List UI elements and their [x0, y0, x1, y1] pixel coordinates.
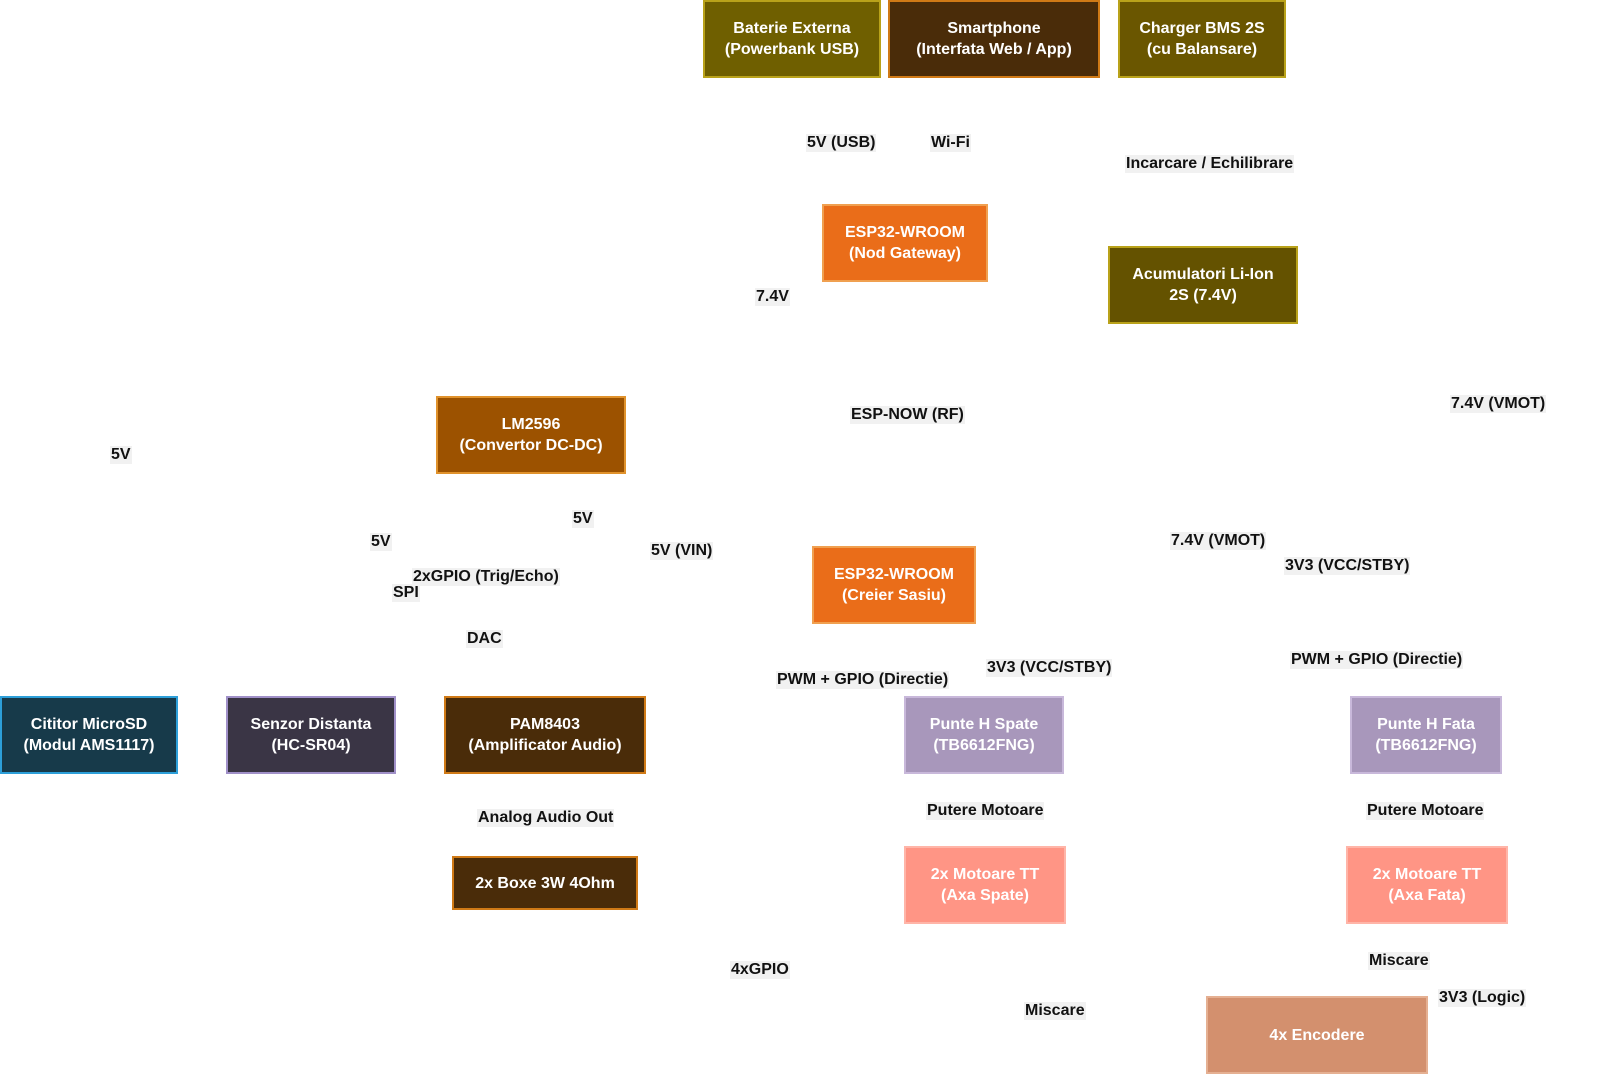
edge-label-incarcare: Incarcare / Echilibrare [1125, 155, 1295, 173]
node-pam8403-line-1: PAM8403 [510, 716, 580, 733]
node-boxe-line-1: 2x Boxe 3W 4Ohm [475, 874, 615, 892]
node-acumulatori: Acumulatori Li-Ion 2S (7.4V) [1108, 246, 1298, 324]
edge-label-5v-b: 5V [572, 510, 594, 528]
edge-label-5v-c: 5V [370, 533, 392, 551]
node-charger-bms-line-2: (cu Balansare) [1146, 41, 1258, 58]
node-esp32-gateway: ESP32-WROOM (Nod Gateway) [822, 204, 988, 282]
edge-label-5v-vin: 5V (VIN) [650, 542, 714, 560]
node-punte-h-spate: Punte H Spate (TB6612FNG) [904, 696, 1064, 774]
node-motoare-spate: 2x Motoare TT (Axa Spate) [904, 846, 1066, 924]
edge-label-esp-now: ESP-NOW (RF) [850, 406, 965, 424]
node-cititor-microsd-line-1: Cititor MicroSD [30, 716, 148, 733]
edge-label-spi: SPI [392, 584, 420, 602]
node-punte-h-spate-line-1: Punte H Spate [929, 716, 1039, 733]
node-charger-bms: Charger BMS 2S (cu Balansare) [1118, 0, 1286, 78]
edge-label-dac: DAC [466, 630, 503, 648]
node-motoare-fata-line-2: (Axa Fata) [1388, 887, 1466, 904]
node-esp32-gateway-line-1: ESP32-WROOM [844, 224, 965, 241]
node-charger-bms-line-1: Charger BMS 2S [1139, 20, 1265, 37]
node-senzor-distanta: Senzor Distanta (HC-SR04) [226, 696, 396, 774]
edge-label-analog-audio: Analog Audio Out [477, 809, 615, 827]
node-baterie-externa-line-1: Baterie Externa [733, 20, 851, 37]
node-punte-h-spate-line-2: (TB6612FNG) [933, 737, 1035, 754]
edge-label-7v4-a: 7.4V [755, 288, 790, 306]
node-punte-h-fata: Punte H Fata (TB6612FNG) [1350, 696, 1502, 774]
node-acumulatori-line-1: Acumulatori Li-Ion [1132, 266, 1274, 283]
node-smartphone-line-2: (Interfata Web / App) [916, 41, 1072, 58]
node-punte-h-fata-line-1: Punte H Fata [1377, 716, 1475, 733]
node-senzor-distanta-line-2: (HC-SR04) [271, 737, 351, 754]
node-smartphone: Smartphone (Interfata Web / App) [888, 0, 1100, 78]
node-cititor-microsd: Cititor MicroSD (Modul AMS1117) [0, 696, 178, 774]
node-lm2596-line-1: LM2596 [501, 416, 561, 433]
node-motoare-fata-line-1: 2x Motoare TT [1372, 866, 1482, 883]
node-pam8403: PAM8403 (Amplificator Audio) [444, 696, 646, 774]
edge-label-5v-usb: 5V (USB) [806, 134, 877, 152]
edge-label-7v4-vmot-a: 7.4V (VMOT) [1450, 395, 1547, 413]
node-baterie-externa: Baterie Externa (Powerbank USB) [703, 0, 881, 78]
node-motoare-spate-line-2: (Axa Spate) [940, 887, 1030, 904]
edge-label-3v3-logic: 3V3 (Logic) [1438, 989, 1527, 1007]
node-baterie-externa-line-2: (Powerbank USB) [724, 41, 860, 58]
edge-label-miscare-b: Miscare [1024, 1002, 1086, 1020]
node-motoare-spate-line-1: 2x Motoare TT [930, 866, 1040, 883]
node-senzor-distanta-line-1: Senzor Distanta [250, 716, 372, 733]
node-cititor-microsd-line-2: (Modul AMS1117) [23, 737, 155, 754]
node-encodere: 4x Encodere [1206, 996, 1428, 1074]
node-motoare-fata: 2x Motoare TT (Axa Fata) [1346, 846, 1508, 924]
node-smartphone-line-1: Smartphone [947, 20, 1041, 37]
edge-label-gpio-trig: 2xGPIO (Trig/Echo) [412, 568, 560, 586]
node-esp32-gateway-line-2: (Nod Gateway) [848, 245, 961, 262]
edge-label-putere-a: Putere Motoare [926, 802, 1045, 820]
node-punte-h-fata-line-2: (TB6612FNG) [1375, 737, 1477, 754]
node-esp32-sasiu: ESP32-WROOM (Creier Sasiu) [812, 546, 976, 624]
node-lm2596-line-2: (Convertor DC-DC) [459, 437, 603, 454]
node-esp32-sasiu-line-1: ESP32-WROOM [833, 566, 954, 583]
edge-label-putere-b: Putere Motoare [1366, 802, 1485, 820]
edge-label-5v-a: 5V [110, 446, 132, 464]
edge-label-pwm-gpio-b: PWM + GPIO (Directie) [1290, 651, 1464, 669]
node-pam8403-line-2: (Amplificator Audio) [468, 737, 622, 754]
node-encodere-line-1: 4x Encodere [1269, 1026, 1365, 1044]
edge-label-7v4-vmot-b: 7.4V (VMOT) [1170, 532, 1267, 550]
node-acumulatori-line-2: 2S (7.4V) [1169, 287, 1237, 304]
edge-label-wi-fi: Wi-Fi [930, 134, 971, 152]
edge-label-3v3-vcc-b: 3V3 (VCC/STBY) [986, 659, 1113, 677]
edge-label-3v3-vcc-a: 3V3 (VCC/STBY) [1284, 557, 1411, 575]
node-boxe: 2x Boxe 3W 4Ohm [452, 856, 638, 910]
edge-label-pwm-gpio-a: PWM + GPIO (Directie) [776, 671, 950, 689]
edge-label-miscare-a: Miscare [1368, 952, 1430, 970]
edge-label-gpio-4x: 4xGPIO [730, 961, 790, 979]
node-esp32-sasiu-line-2: (Creier Sasiu) [841, 587, 947, 604]
node-lm2596: LM2596 (Convertor DC-DC) [436, 396, 626, 474]
